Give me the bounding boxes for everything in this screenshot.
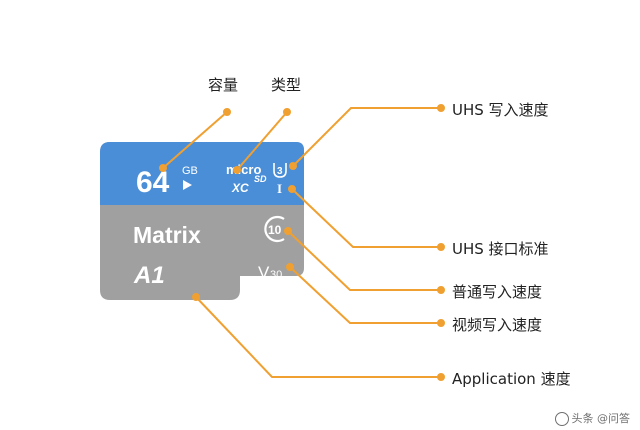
leader-capacity	[162, 111, 228, 169]
leader-type	[236, 111, 288, 171]
app-class-a1: A1	[133, 262, 165, 289]
sd-text: SD	[254, 174, 267, 184]
brand-name: Matrix	[133, 222, 201, 248]
leader-video-write	[289, 266, 441, 324]
video-class-v: V	[258, 263, 270, 282]
uhs-bus-mark: I	[277, 181, 282, 196]
label-uhs-write: UHS 写入速度	[452, 101, 549, 119]
video-class-v30-icon: V 30	[258, 263, 282, 282]
uhs-speed-class-icon: 3	[273, 163, 287, 178]
leader-uhs-interface	[291, 188, 441, 248]
label-normal-write: 普通写入速度	[452, 283, 543, 301]
video-class-number: 30	[270, 269, 282, 281]
watermark-text: 头条 @问答	[571, 412, 631, 425]
play-triangle-icon	[183, 180, 192, 190]
label-video-write: 视频写入速度	[452, 316, 543, 334]
speed-class-number: 10	[268, 223, 282, 237]
leader-app-speed	[195, 296, 441, 378]
watermark-logo-icon	[554, 412, 569, 426]
capacity-unit: GB	[182, 165, 198, 177]
xc-text: XC	[231, 181, 249, 195]
uhs-speed-mark: 3	[277, 166, 283, 177]
leader-lines	[159, 104, 445, 381]
label-type: 类型	[271, 76, 302, 94]
watermark: 头条 @问答	[554, 410, 631, 426]
microsd-card: 64 GB micro SD XC 3 I Matrix A1 10 V 30	[100, 142, 304, 300]
leader-type-dot	[233, 166, 241, 174]
leader-capacity-dot	[159, 164, 167, 172]
label-uhs-interface: UHS 接口标准	[452, 240, 549, 258]
label-app-speed: Application 速度	[452, 370, 571, 388]
leader-normal-write	[287, 230, 441, 291]
card-blue-band	[100, 142, 304, 205]
leader-capacity-end	[223, 108, 231, 116]
label-capacity: 容量	[208, 76, 239, 94]
speed-class-10-icon: 10	[264, 215, 285, 243]
leader-type-end	[283, 108, 291, 116]
leader-uhs-write	[292, 107, 441, 167]
